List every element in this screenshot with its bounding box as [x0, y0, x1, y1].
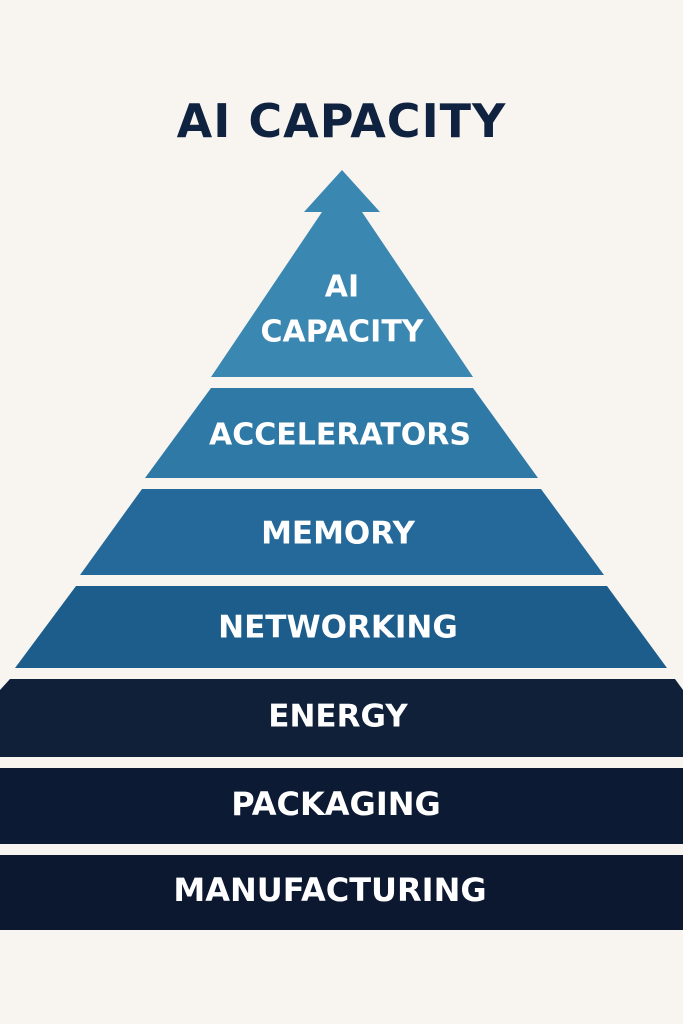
tier-label: AI — [325, 270, 359, 305]
pyramid-tier-ai-capacity: AI CAPACITY — [211, 170, 473, 377]
tier-shape — [15, 586, 667, 668]
pyramid-tier-energy: ENERGY — [0, 679, 683, 757]
tier-shape — [80, 489, 604, 575]
tier-label: MANUFACTURING — [173, 871, 486, 909]
pyramid-tier-packaging: PACKAGING — [0, 768, 683, 844]
tier-shape — [0, 855, 683, 930]
tier-label: PACKAGING — [231, 785, 441, 823]
tier-label: ENERGY — [268, 699, 408, 735]
tier-shape — [145, 388, 538, 478]
page-title: AI CAPACITY — [176, 94, 507, 148]
tier-shape — [0, 679, 683, 757]
tier-label: ACCELERATORS — [209, 418, 471, 453]
tier-label: MEMORY — [261, 516, 415, 552]
pyramid-tier-manufacturing: MANUFACTURING — [0, 855, 683, 930]
pyramid-tier-memory: MEMORY — [80, 489, 604, 575]
tier-shape — [0, 768, 683, 844]
pyramid-tier-networking: NETWORKING — [15, 586, 667, 668]
tier-label: NETWORKING — [218, 610, 458, 646]
pyramid-tier-accelerators: ACCELERATORS — [145, 388, 538, 478]
tier-label: CAPACITY — [260, 315, 424, 350]
tier-shape — [211, 170, 473, 377]
